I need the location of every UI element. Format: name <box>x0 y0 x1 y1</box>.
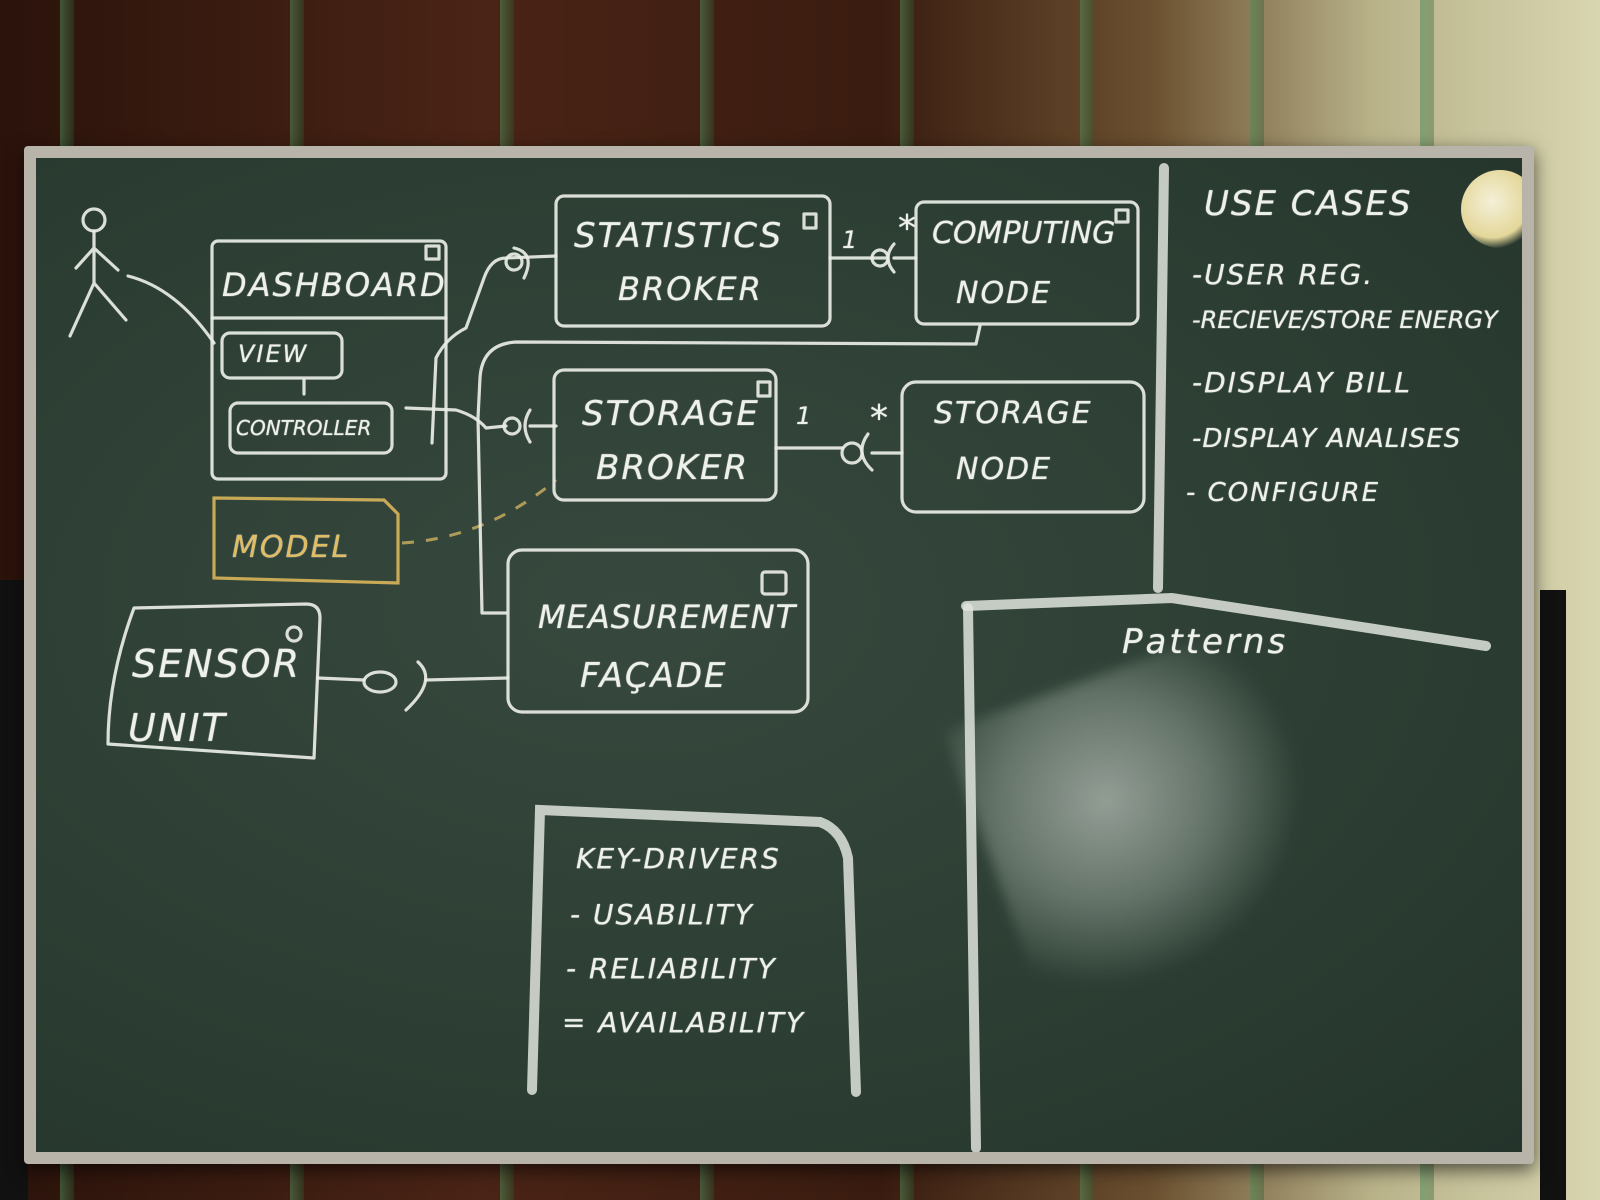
sensor-unit-box <box>106 602 322 760</box>
storage-node-node-label: NODE <box>956 452 1053 487</box>
controller-label: CONTROLLER <box>236 416 372 440</box>
computing-node-label: NODE <box>956 276 1053 311</box>
storage-label: STORAGE <box>582 394 760 434</box>
computing-node-box <box>914 200 1140 326</box>
unit-label: UNIT <box>128 706 227 750</box>
use-case-item: -RECIEVE/STORE Energy <box>1192 306 1498 334</box>
statistics-label: STATISTICS <box>574 216 784 256</box>
component-icon <box>802 212 818 230</box>
view-box <box>220 331 344 380</box>
model-box <box>212 496 400 585</box>
measurement-label: MEASUREMENT <box>538 598 797 636</box>
patterns-top-line <box>961 592 1491 651</box>
component-icon <box>424 244 441 261</box>
key-drivers-title: KEY-DRIVERS <box>576 842 781 875</box>
multiplicity-many: * <box>898 208 918 249</box>
sensor-label: SENSOR <box>132 642 301 686</box>
use-cases-title: USE CASES <box>1204 184 1413 224</box>
component-icon <box>285 625 303 643</box>
multiplicity-one: 1 <box>842 226 860 254</box>
statistics-broker-label: BROKER <box>618 270 763 308</box>
storage-broker-box <box>552 368 778 502</box>
key-driver-item: = AVAILABILITY <box>562 1006 806 1039</box>
blackboard: DASHBOARD VIEW CONTROLLER MODEL STATISTI… <box>36 158 1522 1152</box>
view-label: VIEW <box>238 340 309 368</box>
storage-node-storage-label: STORAGE <box>934 396 1093 431</box>
key-driver-item: - USABILITY <box>570 898 754 931</box>
computing-label: COMPUTING <box>932 216 1116 251</box>
use-case-item: -USER REG. <box>1192 258 1375 291</box>
component-icon <box>1114 208 1130 224</box>
measurement-facade-box <box>506 548 810 714</box>
controller-box <box>228 401 394 455</box>
actor-link <box>126 274 216 345</box>
model-link <box>401 478 557 545</box>
key-drivers-box <box>527 804 861 1097</box>
use-case-item: - CONFIGURE <box>1186 478 1381 508</box>
chalk-drawing <box>68 163 1491 1152</box>
actor-icon <box>68 207 128 338</box>
patterns-title: Patterns <box>1122 622 1289 662</box>
use-case-item: -DISPLAY BILL <box>1192 366 1413 399</box>
stand-right <box>1540 590 1566 1200</box>
storage-node-box <box>900 380 1146 514</box>
use-case-item: -DISPLAY ANALISES <box>1192 424 1462 454</box>
patterns-left-line <box>963 603 981 1152</box>
storage-broker-label: BROKER <box>596 448 750 488</box>
multiplicity-one: 1 <box>796 402 814 430</box>
model-label: MODEL <box>232 530 351 565</box>
component-icon <box>760 570 788 596</box>
chalk-eraser <box>1461 170 1522 248</box>
multiplicity-many: * <box>870 398 890 439</box>
stand-left <box>0 580 28 1200</box>
component-icon <box>756 380 772 398</box>
key-driver-item: - RELIABILITY <box>566 952 777 985</box>
statistics-broker-box <box>554 194 832 328</box>
dashboard-box <box>210 239 448 481</box>
use-cases-divider <box>1153 163 1169 593</box>
dashboard-label: DASHBOARD <box>222 266 447 304</box>
facade-label: FAÇADE <box>580 656 728 696</box>
